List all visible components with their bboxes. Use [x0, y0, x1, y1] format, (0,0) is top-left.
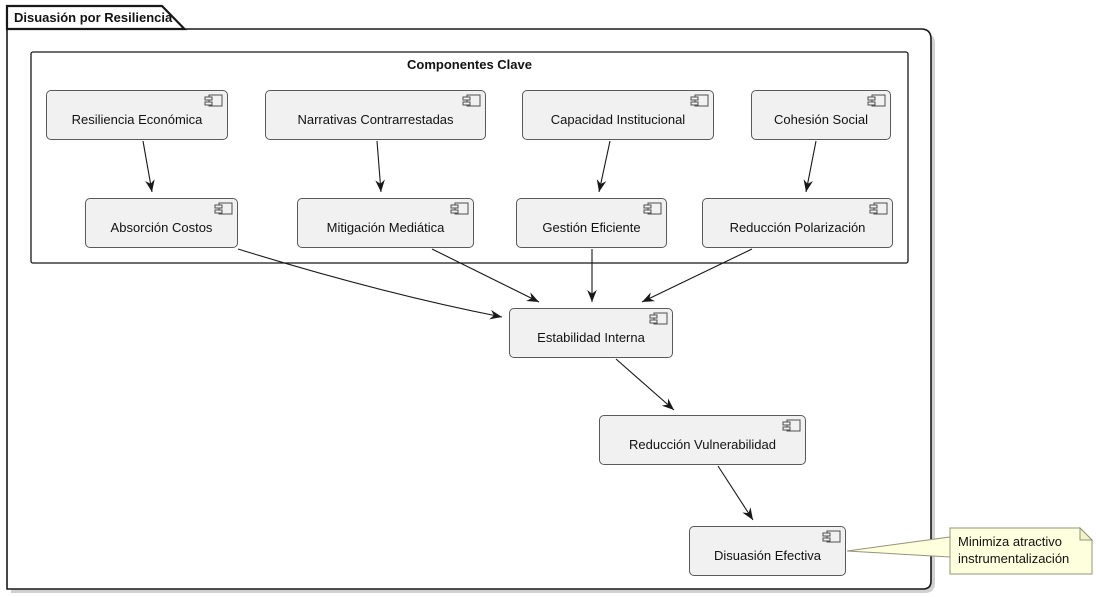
component-resiliencia-economica: Resiliencia Económica	[46, 90, 228, 140]
arrow-resiliencia-absorcion	[142, 140, 155, 193]
arrow-redvul-disuasion	[717, 465, 754, 521]
component-label: Gestión Eficiente	[542, 219, 641, 235]
component-reduccion-vulnerabilidad: Reducción Vulnerabilidad	[599, 415, 806, 465]
component-label: Estabilidad Interna	[537, 329, 645, 345]
component-icon	[643, 202, 662, 216]
component-icon	[450, 202, 469, 216]
note-fold	[1079, 526, 1094, 541]
component-label: Capacidad Institucional	[550, 111, 686, 127]
component-cohesion-social: Cohesión Social	[751, 90, 891, 140]
edge-arrows	[142, 140, 817, 521]
component-label: Absorción Costos	[110, 219, 213, 235]
component-label: Reducción Vulnerabilidad	[629, 436, 776, 452]
component-icon	[782, 419, 801, 433]
component-estabilidad-interna: Estabilidad Interna	[509, 308, 673, 358]
arrow-absorcion-estabilidad	[237, 248, 503, 320]
note-shape	[949, 527, 1093, 575]
component-label: Mitigación Mediática	[326, 219, 445, 235]
note: Minimiza atractivo instrumentalización	[958, 533, 1088, 567]
component-icon	[869, 202, 888, 216]
component-disuasion-efectiva: Disuasión Efectiva	[689, 526, 846, 576]
arrow-estabilidad-redvul	[615, 358, 675, 411]
component-absorcion-costos: Absorción Costos	[85, 198, 238, 248]
component-icon	[462, 94, 481, 108]
component-label: Narrativas Contrarrestadas	[297, 111, 454, 127]
frame-tab-shape	[5, 4, 188, 31]
component-mitigacion-mediatica: Mitigación Mediática	[297, 198, 474, 248]
component-label: Reducción Polarización	[729, 219, 866, 235]
frame-title: Disuasión por Resiliencia	[14, 10, 173, 25]
note-line-2: instrumentalización	[958, 551, 1070, 566]
component-gestion-eficiente: Gestión Eficiente	[516, 198, 667, 248]
component-label: Resiliencia Económica	[71, 111, 203, 127]
component-icon	[822, 530, 841, 544]
arrow-capacidad-gestion	[596, 140, 611, 193]
component-icon	[649, 312, 668, 326]
component-icon	[867, 94, 886, 108]
component-icon	[690, 94, 709, 108]
arrow-cohesion-redpol	[803, 140, 817, 193]
group-title: Componentes Clave	[407, 57, 532, 72]
component-label: Disuasión Efectiva	[714, 547, 821, 563]
note-line-1: Minimiza atractivo	[958, 534, 1063, 549]
component-icon	[214, 202, 233, 216]
component-reduccion-polarizacion: Reducción Polarización	[702, 198, 893, 248]
arrow-redpol-estabilidad	[641, 248, 753, 303]
component-label: Cohesión Social	[774, 111, 868, 127]
arrow-mitigacion-estabilidad	[431, 248, 540, 303]
component-icon	[204, 94, 223, 108]
component-narrativas-contrarrestadas: Narrativas Contrarrestadas	[265, 90, 486, 140]
arrow-narrativas-mitigacion	[375, 140, 385, 193]
component-capacidad-institucional: Capacidad Institucional	[522, 90, 714, 140]
